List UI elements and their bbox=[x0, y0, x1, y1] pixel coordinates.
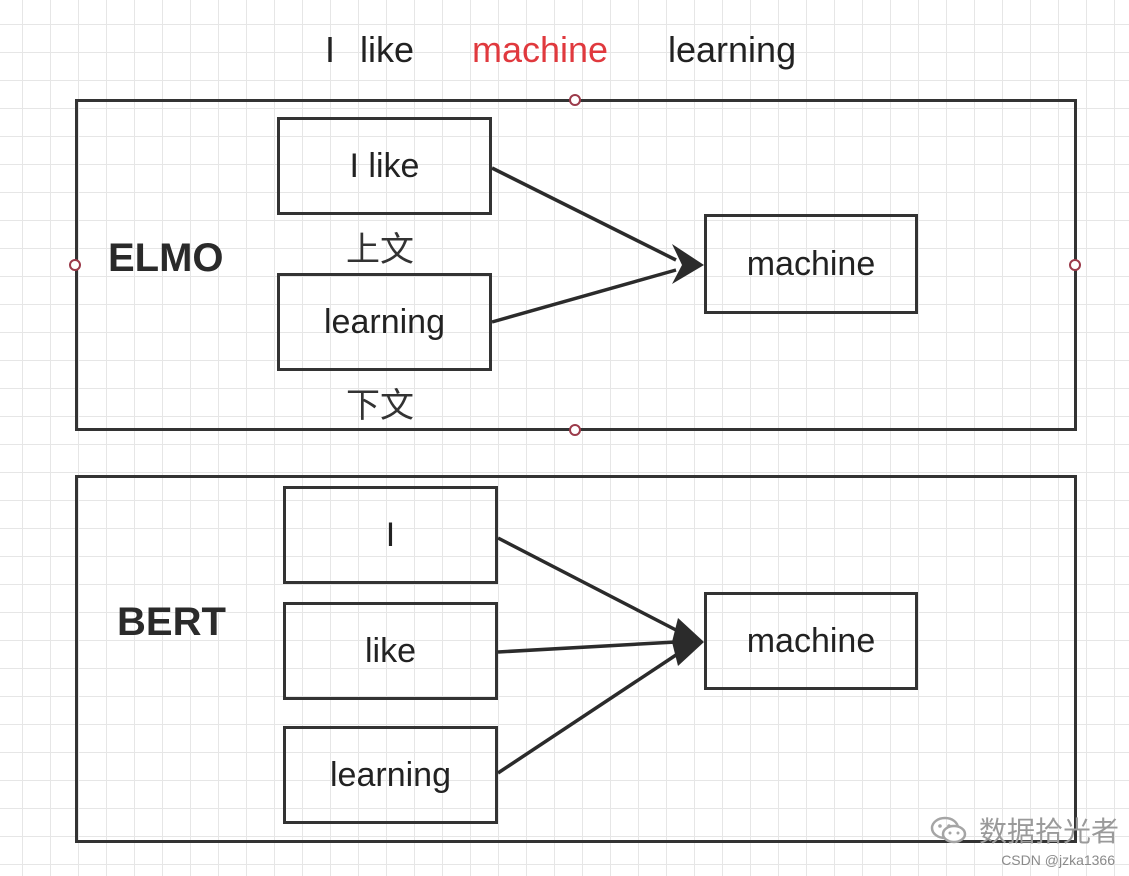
bert-panel[interactable] bbox=[75, 475, 1077, 843]
wechat-icon bbox=[930, 816, 967, 844]
elmo-left-context-label: 上文 bbox=[346, 230, 414, 270]
watermark-text: 数据拾光者 bbox=[978, 815, 1119, 848]
bert-box-i[interactable]: I bbox=[283, 486, 498, 584]
sentence-word-learning: learning bbox=[668, 29, 797, 70]
resize-handle-top[interactable] bbox=[569, 94, 581, 106]
bert-box-machine[interactable]: machine bbox=[704, 592, 918, 690]
sentence-word-like: like bbox=[360, 29, 415, 70]
sentence-word-i: I bbox=[325, 29, 336, 70]
elmo-box-machine[interactable]: machine bbox=[704, 214, 918, 314]
bert-box-like[interactable]: like bbox=[283, 602, 498, 700]
elmo-right-context-label: 下文 bbox=[346, 386, 414, 426]
sentence-word-machine: machine bbox=[472, 29, 609, 70]
elmo-panel[interactable] bbox=[75, 99, 1077, 431]
resize-handle-left[interactable] bbox=[69, 259, 81, 271]
resize-handle-bottom[interactable] bbox=[569, 424, 581, 436]
elmo-box-learning[interactable]: learning bbox=[277, 273, 492, 371]
bert-label: BERT bbox=[117, 600, 226, 644]
elmo-label: ELMO bbox=[108, 236, 224, 280]
csdn-credit: CSDN @jzka1366 bbox=[1001, 852, 1115, 868]
bert-box-learning[interactable]: learning bbox=[283, 726, 498, 824]
elmo-box-i-like[interactable]: I like bbox=[277, 117, 492, 215]
watermark: 数据拾光者 bbox=[929, 810, 1119, 850]
resize-handle-right[interactable] bbox=[1069, 259, 1081, 271]
